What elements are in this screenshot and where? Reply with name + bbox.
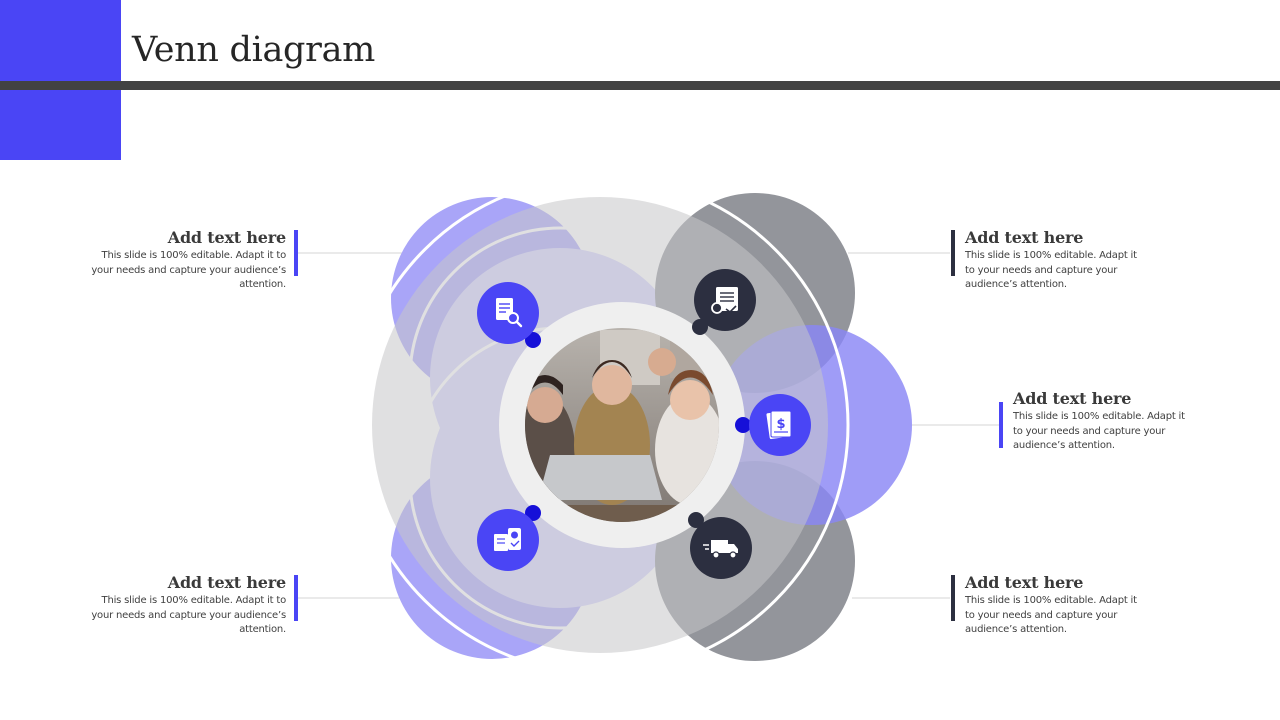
block-heading: Add text here bbox=[86, 573, 286, 593]
block-heading: Add text here bbox=[965, 228, 1145, 248]
invoice-dollar-icon: $ bbox=[749, 394, 811, 456]
marker-bar bbox=[999, 402, 1003, 448]
text-block-top-right: Add text here This slide is 100% editabl… bbox=[965, 228, 1145, 293]
marker-bar bbox=[294, 575, 298, 621]
text-block-bottom-right: Add text here This slide is 100% editabl… bbox=[965, 573, 1145, 638]
text-block-bottom-left: Add text here This slide is 100% editabl… bbox=[86, 573, 286, 638]
marker-bar bbox=[951, 230, 955, 276]
marker-bar bbox=[951, 575, 955, 621]
text-block-top-left: Add text here This slide is 100% editabl… bbox=[86, 228, 286, 293]
mobile-payment-icon bbox=[477, 509, 539, 571]
text-block-right: Add text here This slide is 100% editabl… bbox=[1013, 389, 1193, 454]
block-body: This slide is 100% editable. Adapt it to… bbox=[86, 249, 286, 293]
block-body: This slide is 100% editable. Adapt it to… bbox=[1013, 410, 1193, 454]
block-body: This slide is 100% editable. Adapt it to… bbox=[86, 594, 286, 638]
certificate-icon bbox=[694, 269, 756, 331]
block-heading: Add text here bbox=[1013, 389, 1193, 409]
document-search-icon bbox=[477, 282, 539, 344]
block-body: This slide is 100% editable. Adapt it to… bbox=[965, 249, 1145, 293]
svg-text:$: $ bbox=[776, 417, 785, 432]
connector-dot bbox=[735, 417, 751, 433]
block-heading: Add text here bbox=[965, 573, 1145, 593]
block-heading: Add text here bbox=[86, 228, 286, 248]
delivery-truck-icon bbox=[690, 517, 752, 579]
marker-bar bbox=[294, 230, 298, 276]
block-body: This slide is 100% editable. Adapt it to… bbox=[965, 594, 1145, 638]
